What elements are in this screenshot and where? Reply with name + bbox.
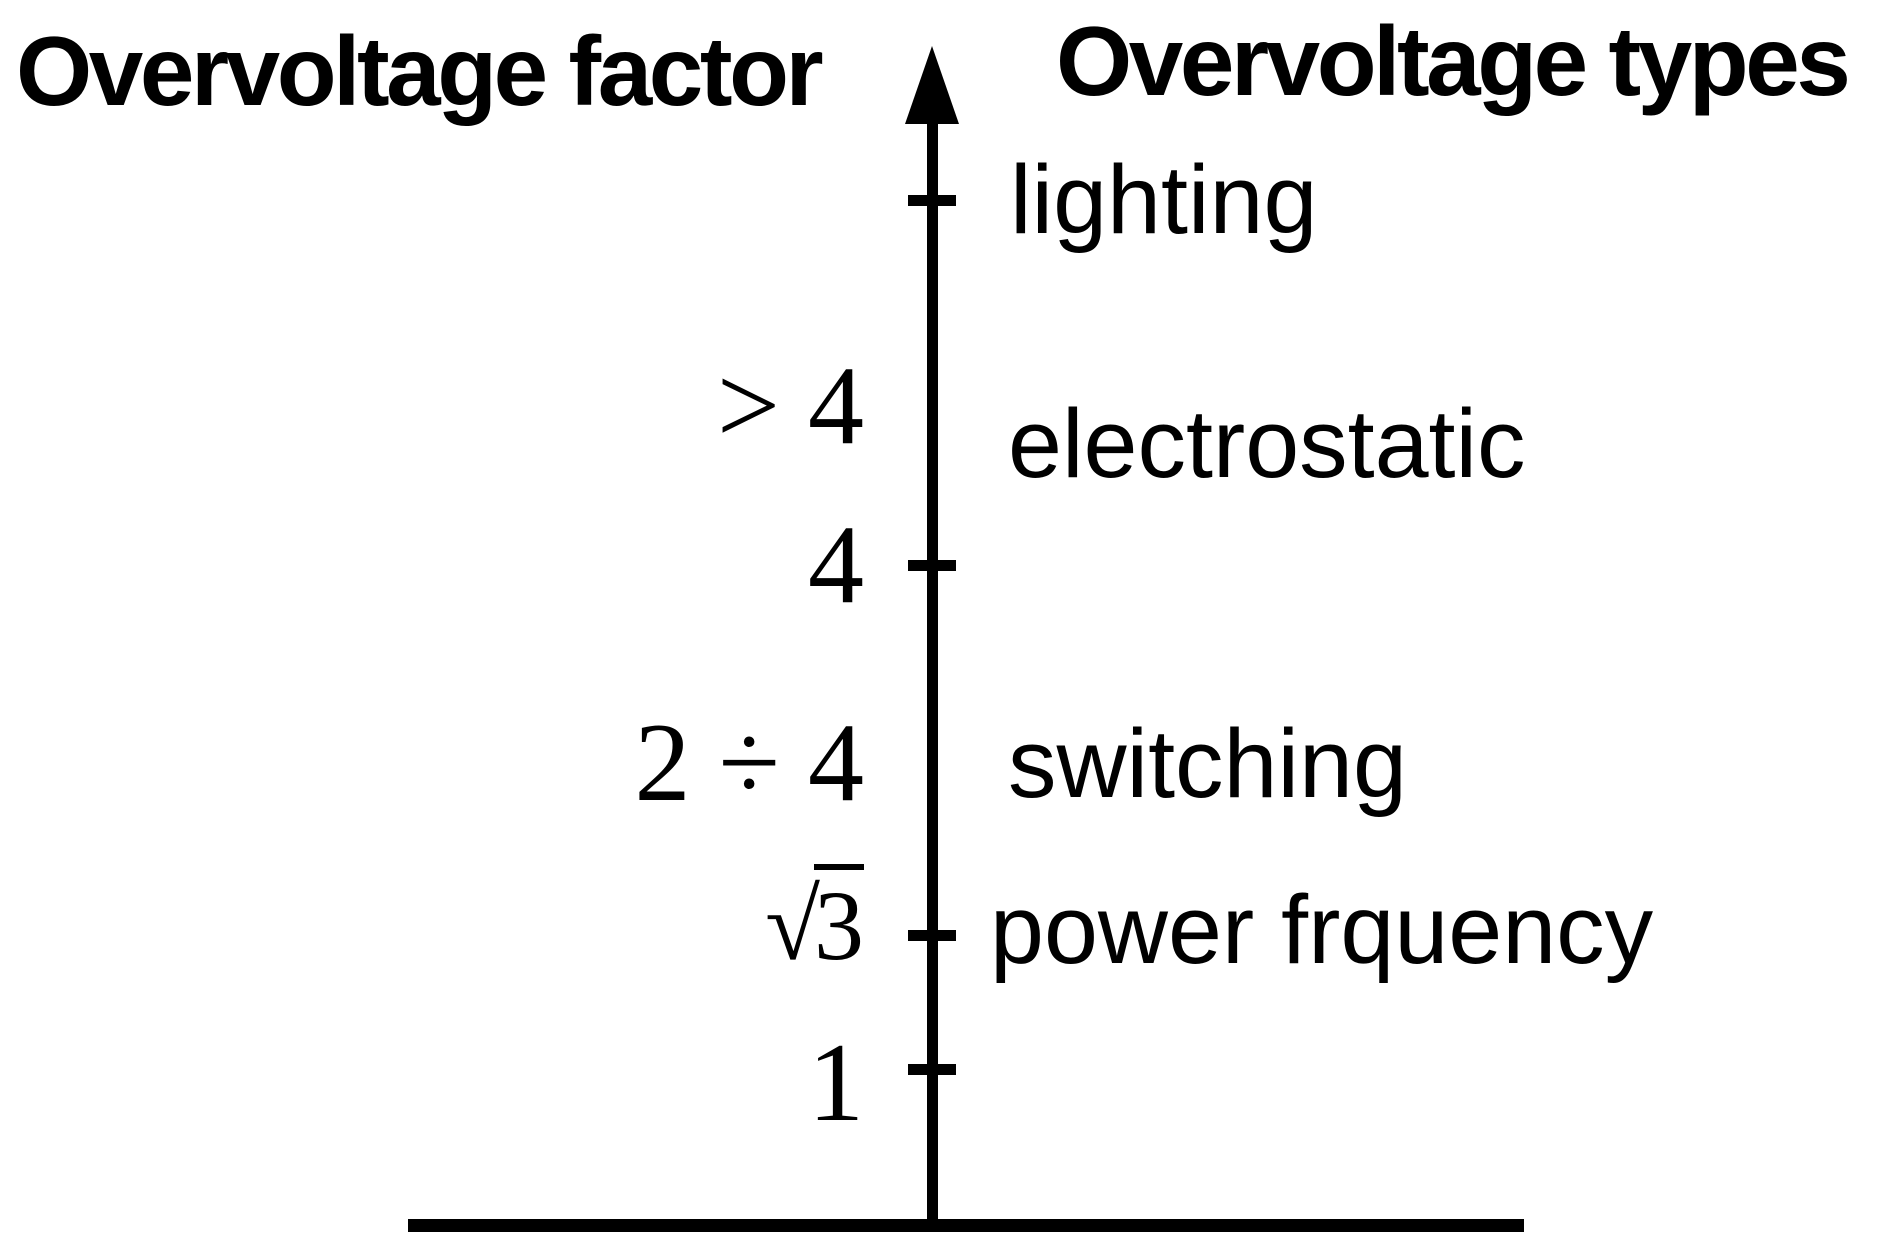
tick-factor-4 [908,560,956,571]
factor-label-1: 1 [808,1021,864,1145]
title-overvoltage-types: Overvoltage types [1056,6,1851,116]
tick-lighting [908,195,956,206]
radical-sign: √ [765,870,820,981]
title-overvoltage-factor: Overvoltage factor [16,16,824,126]
factor-label-sqrt3: √3 [765,876,864,976]
type-label-switching: switching [1008,709,1407,818]
y-axis-line [927,110,938,1232]
type-label-power-frequency: power frquency [990,875,1654,984]
tick-factor-sqrt3 [908,930,956,941]
x-axis-baseline [408,1219,1524,1232]
radicand-3: 3 [814,870,864,981]
factor-label-4: 4 [808,503,864,627]
factor-label-gt4: > 4 [716,344,864,468]
factor-label-2-to-4: 2 ÷ 4 [634,701,864,825]
tick-factor-1 [908,1064,956,1075]
type-label-electrostatic: electrostatic [1008,389,1526,498]
type-label-lighting: lighting [1010,145,1318,254]
